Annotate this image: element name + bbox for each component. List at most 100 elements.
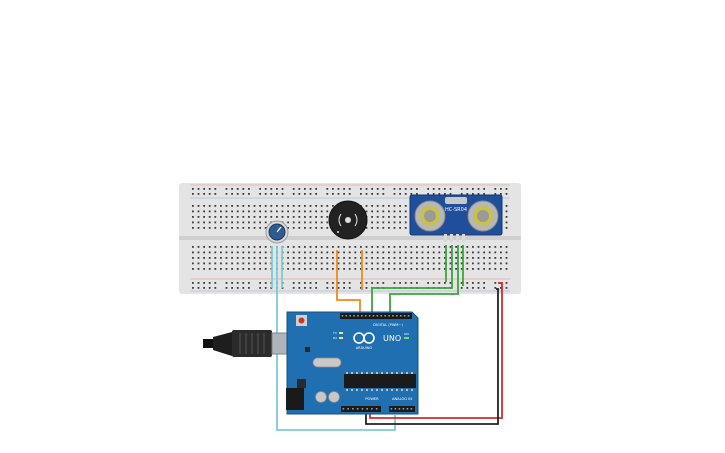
piezo-buzzer[interactable] [328,200,368,240]
breadboard-hole [248,227,250,229]
breadboard-hole [343,251,345,254]
breadboard-hole [432,268,435,270]
breadboard-hole [477,188,480,190]
breadboard-hole [399,257,401,259]
breadboard-hole [309,246,312,248]
breadboard-hole [371,246,373,248]
chip-pin [346,389,348,391]
wire-red-5v[interactable] [369,282,503,419]
breadboard-hole [432,251,435,254]
breadboard-hole [337,251,340,254]
breadboard-hole [332,257,334,259]
dc-power-jack[interactable] [286,388,304,410]
breadboard-hole [460,262,463,265]
breadboard-hole [416,193,418,195]
breadboard-hole [214,246,217,248]
breadboard-hole [410,188,413,190]
breadboard-hole [483,287,485,289]
analog-header[interactable] [389,406,415,412]
breadboard-hole [427,262,429,265]
breadboard-hole [376,221,379,224]
breadboard-hole [248,210,250,213]
breadboard-hole [242,257,245,259]
breadboard-hole [298,287,301,289]
breadboard-hole [427,188,429,190]
breadboard-hole [320,216,323,218]
breadboard-hole [320,262,323,265]
breadboard-hole [292,287,295,289]
breadboard-hole [494,251,497,254]
breadboard-hole [214,268,217,270]
wire-orange-buzzer-1[interactable] [336,250,361,312]
breadboard-hole [304,246,306,248]
breadboard-hole [208,287,211,289]
breadboard-hole [270,205,273,207]
chip-pin [406,372,408,374]
breadboard-hole [208,282,211,284]
breadboard-hole [242,210,245,213]
header-pin [342,408,345,410]
breadboard-hole [315,287,317,289]
breadboard-hole [432,246,435,248]
breadboard-hole [203,188,205,190]
breadboard-hole [248,188,250,190]
chip-pin [381,389,383,391]
breadboard-hole [231,262,233,265]
breadboard-hole [360,246,362,248]
breadboard-hole [264,193,267,195]
breadboard-hole [393,193,396,195]
breadboard-hole [494,282,497,284]
breadboard-hole [388,246,390,248]
breadboard-hole [494,193,497,195]
breadboard-hole [438,268,441,270]
wires [271,245,503,431]
breadboard-hole [404,262,407,265]
breadboard-hole [320,210,323,213]
usb-cable[interactable] [203,330,293,357]
breadboard-hole [472,257,474,259]
arduino-uno[interactable]: DIGITAL (PWM~) UNO ARDUINO TX RX ON POWE… [286,311,419,415]
breadboard-hole [298,205,301,207]
breadboard-hole [197,246,200,248]
ultrasonic-sensor[interactable]: HC-SR04 [409,194,503,242]
header-pin [392,315,394,317]
header-pin [361,315,363,317]
breadboard-hole [393,216,396,218]
ultrasonic-label: HC-SR04 [445,207,467,213]
breadboard-hole [365,282,368,284]
breadboard-hole [292,205,295,207]
breadboard-hole [399,210,401,213]
digital-header[interactable] [340,313,412,319]
reset-button[interactable] [298,317,305,324]
breadboard-hole [449,188,452,190]
power-header[interactable] [341,406,381,412]
breadboard-hole [466,282,469,284]
breadboard-hole [242,282,245,284]
breadboard-hole [382,282,385,284]
breadboard-hole [298,282,301,284]
breadboard-hole [360,257,362,259]
breadboard-hole [248,282,250,284]
breadboard-hole [281,205,284,207]
breadboard-hole [248,205,250,207]
breadboard-hole [360,268,362,270]
breadboard-hole [365,210,368,213]
breadboard-hole [287,210,289,213]
breadboard-hole [309,287,312,289]
breadboard-hole [348,262,351,265]
breadboard-hole [259,216,261,218]
header-pin [368,315,371,317]
potentiometer[interactable] [265,220,289,244]
breadboard-hole [309,188,312,190]
breadboard-hole [455,246,457,248]
wire-black-gnd[interactable] [365,288,499,425]
breadboard-hole [242,216,245,218]
breadboard-hole [505,221,508,224]
wire-green-3[interactable] [389,245,459,312]
wire-green-2[interactable] [371,245,453,312]
breadboard-hole [360,287,362,289]
breadboard-hole [488,251,491,254]
breadboard-hole [505,210,508,213]
breadboard-hole [248,246,250,248]
chip-pin [376,372,378,374]
